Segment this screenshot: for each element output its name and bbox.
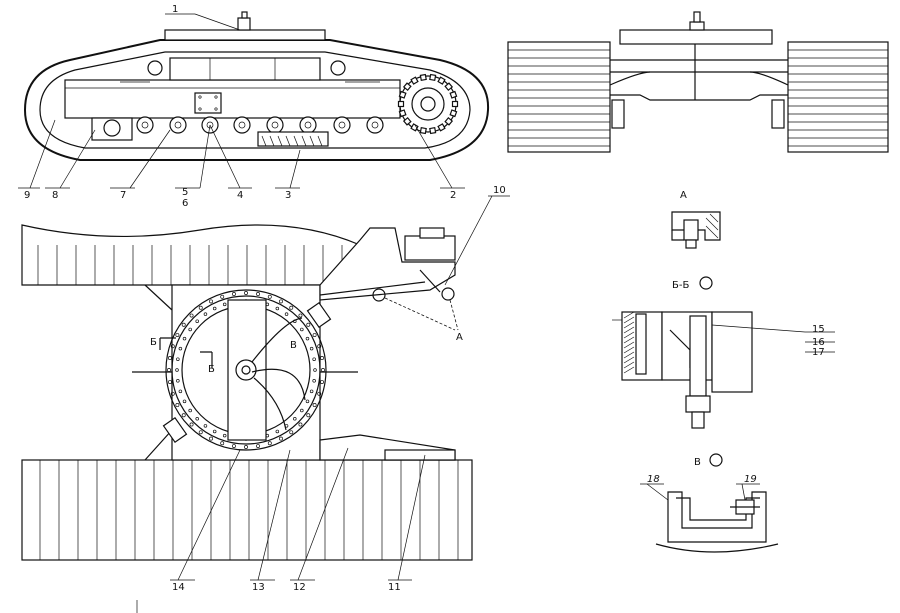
svg-text:Б: Б (150, 337, 157, 348)
svg-text:10: 10 (493, 185, 506, 196)
svg-text:19: 19 (744, 474, 757, 485)
crawler-side-view (23, 11, 490, 189)
svg-text:1: 1 (172, 4, 178, 15)
svg-text:11: 11 (388, 582, 401, 593)
svg-text:18: 18 (647, 474, 660, 485)
svg-text:5: 5 (182, 187, 188, 198)
svg-text:4: 4 (237, 190, 243, 201)
svg-text:А: А (456, 332, 463, 343)
callout-1: 1 (172, 4, 178, 15)
callout-16: 16 (812, 337, 825, 348)
svg-text:17: 17 (812, 347, 825, 358)
callout-19: 19 (744, 474, 757, 485)
svg-text:Б-Б: Б-Б (672, 280, 689, 291)
circle-marker-icon (709, 453, 723, 467)
callout-7: 7 (110, 187, 135, 201)
circle-marker-icon (699, 276, 713, 290)
callout-2: 2 (440, 187, 465, 201)
svg-text:2: 2 (450, 190, 456, 201)
crawler-front-view (507, 11, 889, 153)
svg-text:12: 12 (293, 582, 306, 593)
callout-15: 15 (812, 324, 825, 335)
callout-14: 14 (172, 582, 185, 593)
svg-text:8: 8 (52, 190, 58, 201)
section-label-b-right: Б (208, 364, 215, 375)
callout-13: 13 (252, 582, 265, 593)
svg-text:15: 15 (812, 324, 825, 335)
callout-8: 8 (45, 187, 70, 201)
svg-text:13: 13 (252, 582, 265, 593)
callout-3: 3 (275, 187, 300, 201)
callout-11: 11 (388, 582, 401, 593)
crawler-plan-view (21, 195, 510, 613)
callout-12: 12 (293, 582, 306, 593)
svg-text:16: 16 (812, 337, 825, 348)
view-label-a-marker: А (456, 332, 463, 343)
callout-10: 10 (493, 185, 506, 196)
view-label-v-marker: В (290, 340, 297, 351)
svg-text:В: В (694, 457, 701, 468)
section-label-b-left: Б (150, 337, 157, 348)
callout-9: 9 (18, 187, 40, 201)
detail-a: А (671, 190, 721, 249)
callout-5: 5 (175, 187, 200, 198)
callout-4: 4 (228, 187, 252, 201)
callout-17: 17 (812, 347, 825, 358)
callout-6: 6 (182, 198, 188, 209)
svg-text:Б: Б (208, 364, 215, 375)
svg-text:14: 14 (172, 582, 185, 593)
callout-18: 18 (647, 474, 660, 485)
section-bb: Б-Б (612, 276, 835, 429)
svg-text:В: В (290, 340, 297, 351)
svg-text:3: 3 (285, 190, 291, 201)
detail-v: В (640, 453, 779, 553)
svg-text:А: А (680, 190, 687, 201)
svg-text:9: 9 (24, 190, 30, 201)
svg-text:6: 6 (182, 198, 188, 209)
svg-text:7: 7 (120, 190, 126, 201)
